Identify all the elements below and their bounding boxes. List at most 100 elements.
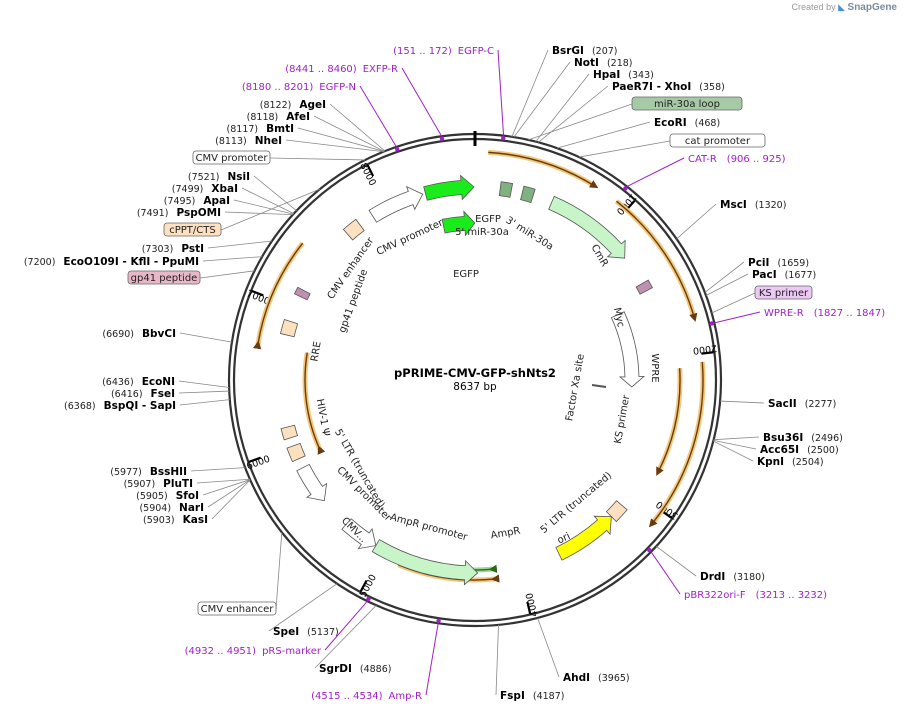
site-position: (2277) xyxy=(805,399,837,410)
site-position: (7495) xyxy=(164,196,196,207)
primer-leader-pRS-marker xyxy=(324,600,368,651)
feature-label-7: KS primer xyxy=(613,393,633,444)
orf-arc-line-0 xyxy=(488,151,599,189)
tick-mark-7000 xyxy=(251,289,264,297)
primer-site-Amp-R xyxy=(436,618,441,623)
primer-range: (3213 .. 3232) xyxy=(756,590,828,601)
tick-label-6000: 6000 xyxy=(245,454,271,473)
box-label-6: CMV enhancer xyxy=(201,604,275,615)
site-position: (218) xyxy=(607,58,633,69)
site-position: (6436) xyxy=(102,377,134,388)
site-leader-PciI xyxy=(704,261,745,293)
primer-labels: (151 .. 172)EGFP-C(8441 .. 8460)EXFP-R(8… xyxy=(185,46,886,702)
site-leader-SfoI xyxy=(202,479,251,496)
primer-label-EGFP-N: (8180 .. 8201)EGFP-N xyxy=(242,82,356,93)
site-label-DrdI: DrdI(3180) xyxy=(700,571,765,583)
site-leader-BmtI xyxy=(297,127,385,152)
site-leader-NotI xyxy=(513,61,571,138)
primer-range: (906 .. 925) xyxy=(727,154,786,165)
site-leader-NheI xyxy=(285,139,384,153)
site-position: (207) xyxy=(592,46,618,57)
site-name: Bsu36I xyxy=(763,432,803,444)
site-label-HpaI: HpaI(343) xyxy=(593,69,654,81)
site-name: SgrDI xyxy=(319,663,352,675)
features xyxy=(279,174,653,586)
site-name: BsrGI xyxy=(552,45,584,57)
site-position: (6368) xyxy=(64,401,96,412)
site-leader-AfeI xyxy=(313,115,385,152)
box-label-3: CMV promoter xyxy=(195,153,268,164)
site-leader-DrdI xyxy=(655,546,697,577)
site-position: (7303) xyxy=(142,244,174,255)
site-name: NotI xyxy=(574,57,599,69)
feature-label-17: RRE xyxy=(309,341,323,363)
feature-5ltr-left xyxy=(286,442,306,463)
plasmid-length: 8637 bp xyxy=(453,381,497,393)
feature-label-2: 3' miR-30a xyxy=(504,215,555,253)
feature-wpre xyxy=(610,311,646,388)
feature-label-5: Myc xyxy=(611,307,626,329)
feature-egfp-outer xyxy=(423,174,475,201)
orf-arcs xyxy=(253,149,706,583)
primer-leader-EGFP-N xyxy=(359,85,397,148)
site-position: (7491) xyxy=(137,208,169,219)
box-label-5: gp41 peptide xyxy=(131,273,198,284)
feature-cmr xyxy=(548,195,626,259)
site-leader-HpaI xyxy=(535,73,590,142)
primer-range: (1827 .. 1847) xyxy=(814,308,886,319)
site-position: (7521) xyxy=(188,172,220,183)
site-leader-NarI xyxy=(207,479,251,508)
feature-3-mir30a xyxy=(520,185,536,204)
site-position: (1677) xyxy=(785,270,817,281)
site-leader-FseI xyxy=(178,390,230,394)
site-position: (5905) xyxy=(136,491,168,502)
primer-leader-Amp-R xyxy=(425,623,439,696)
feature-myc xyxy=(635,279,653,295)
orf-arc-line-1 xyxy=(616,200,698,322)
site-leader-SpeI xyxy=(268,583,338,632)
feature-label-8: Factor Xa site xyxy=(564,353,587,422)
site-position: (5907) xyxy=(124,479,156,490)
primer-leader-WPRE-R xyxy=(714,311,761,324)
site-sep: - xyxy=(653,81,665,93)
feature-cppt xyxy=(342,218,365,241)
site-name: PciI xyxy=(748,257,769,269)
site-name: EcoNI xyxy=(142,376,175,388)
orf-arc-3 xyxy=(649,361,706,526)
feature-egfp-inner xyxy=(441,210,476,237)
site-name: FspI xyxy=(500,690,525,702)
site-position: (7499) xyxy=(172,184,204,195)
site-name: BspQI xyxy=(104,400,139,412)
site-label-SgrDI: SgrDI (4886) xyxy=(319,663,391,675)
site-position: (343) xyxy=(628,70,654,81)
orf-arc-line-2 xyxy=(656,368,681,476)
site-name: KpnI xyxy=(757,456,784,468)
site-leader-PacI xyxy=(705,273,749,296)
site-name: KasI xyxy=(183,514,208,526)
site-position: (8117) xyxy=(227,124,259,135)
primer-label-WPRE-R: WPRE-R(1827 .. 1847) xyxy=(764,308,885,319)
site-name: NsiI xyxy=(227,171,250,183)
site-name: ApaI xyxy=(203,195,230,207)
site-name: BmtI xyxy=(266,123,294,135)
site-position: (2496) xyxy=(811,433,843,444)
tick-mark-2000 xyxy=(701,351,714,355)
site-label-BssHII: (5977)BssHII xyxy=(110,466,187,478)
feature-label-16: HIV-1 Ψ xyxy=(314,398,331,437)
site-label-KasI: (5903)KasI xyxy=(143,514,208,526)
site-position: (4886) xyxy=(360,664,392,675)
primer-label-CAT-R: CAT-R(906 .. 925) xyxy=(688,154,786,165)
site-leader-EcoRI xyxy=(557,121,651,149)
box-label-2: KS primer xyxy=(759,288,809,299)
primer-site-pRS-marker xyxy=(366,596,371,602)
primer-site-EXFP-R xyxy=(439,136,445,141)
site-label-AhdI: AhdI(3965) xyxy=(563,672,630,684)
box-2 xyxy=(754,285,813,300)
site-leader-MscI xyxy=(676,203,717,240)
site-position: (5137) xyxy=(307,627,339,638)
primer-name: EXFP-R xyxy=(363,64,398,75)
site-name: PstI xyxy=(181,243,204,255)
site-label-AgeI: (8122)AgeI xyxy=(260,99,326,111)
